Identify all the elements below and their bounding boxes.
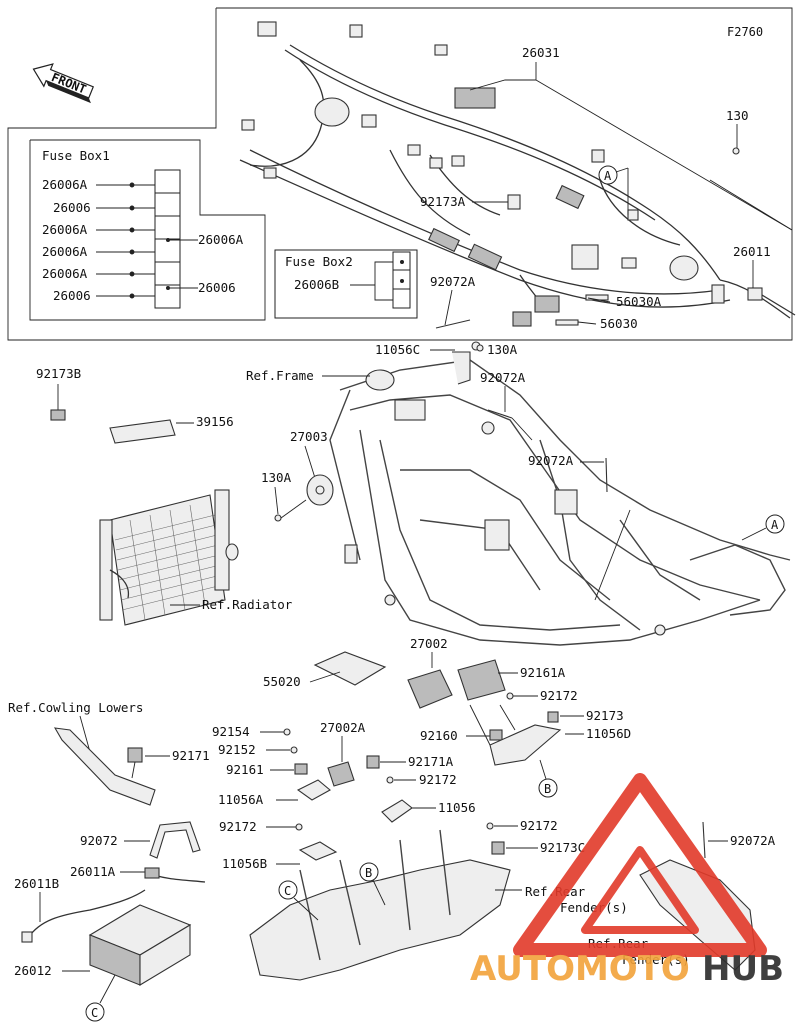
fuse1-label-5: 26006A (42, 266, 88, 281)
main-harness (239, 21, 796, 327)
label-26011B: 26011B (14, 876, 59, 891)
callout-C-mid-text: C (284, 884, 291, 898)
fuse-box2: Fuse Box2 26006B (274, 249, 418, 319)
callout-C-bottom (85, 1002, 105, 1022)
label-11056B: 11056B (222, 856, 267, 871)
label-92172-a: 92172 (540, 688, 578, 703)
callout-C-bottom-text: C (91, 1006, 98, 1020)
label-130A-top: 130A (487, 342, 518, 357)
label-92171: 92171 (172, 748, 210, 763)
radiator (99, 489, 239, 626)
fuse1-right-label-2: 26006 (198, 280, 236, 295)
label-92154: 92154 (212, 724, 250, 739)
label-27003: 27003 (290, 429, 328, 444)
callout-B-mid (359, 862, 379, 882)
label-55020: 55020 (263, 674, 301, 689)
watermark-text-1: AUTOMOTO (470, 949, 690, 989)
label-92161A: 92161A (520, 665, 566, 680)
label-11056D: 11056D (586, 726, 631, 741)
callout-B-mid-text: B (365, 866, 372, 880)
label-11056: 11056 (438, 800, 476, 815)
callout-C-mid (278, 880, 298, 900)
fuse1-label-3: 26006A (42, 222, 88, 237)
fuse-box2-title: Fuse Box2 (285, 254, 353, 269)
fuse-box1-title: Fuse Box1 (42, 148, 110, 163)
label-39156: 39156 (196, 414, 234, 429)
label-26011A: 26011A (70, 864, 116, 879)
harness-enclosure (7, 7, 793, 341)
figure-code: F2760 (727, 25, 763, 39)
callout-A-frame-text: A (771, 518, 779, 532)
label-92172-b: 92172 (419, 772, 457, 787)
ref-rear-fender-1b: Fender(s) (560, 900, 628, 915)
label-27002: 27002 (410, 636, 448, 651)
label-92173B: 92173B (36, 366, 81, 381)
label-56030A: 56030A (616, 294, 662, 309)
label-92072A-b: 92072A (480, 370, 526, 385)
front-arrow-icon: FRONT (32, 63, 95, 104)
label-26031: 26031 (522, 45, 560, 60)
ref-radiator: Ref.Radiator (202, 597, 293, 612)
fuse1-right-label-1: 26006A (198, 232, 244, 247)
watermark-logo: AUTOMOTO HUB (470, 773, 784, 989)
ref-frame: Ref.Frame (246, 368, 314, 383)
callout-B-right (538, 778, 558, 798)
fuse2-label: 26006B (294, 277, 339, 292)
label-92172-d: 92172 (520, 818, 558, 833)
label-130: 130 (726, 108, 749, 123)
label-92072: 92072 (80, 833, 118, 848)
label-92173: 92173 (586, 708, 624, 723)
label-92161: 92161 (226, 762, 264, 777)
label-11056A: 11056A (218, 792, 264, 807)
label-26012: 26012 (14, 963, 52, 978)
label-92173C: 92173C (540, 840, 585, 855)
label-11056C: 11056C (375, 342, 420, 357)
label-92152: 92152 (218, 742, 256, 757)
label-56030: 56030 (600, 316, 638, 331)
callout-A-frame (765, 514, 785, 534)
frame-drawing (329, 341, 791, 646)
label-92172-c: 92172 (219, 819, 257, 834)
fuse1-label-1: 26006A (42, 177, 88, 192)
fuse1-label-6: 26006 (53, 288, 91, 303)
watermark-text-2: HUB (702, 949, 784, 989)
fuse1-label-2: 26006 (53, 200, 91, 215)
label-26011: 26011 (733, 244, 771, 259)
callout-A-top (598, 165, 618, 185)
ref-cowling: Ref.Cowling Lowers (8, 700, 143, 715)
label-92173A: 92173A (420, 194, 466, 209)
label-92072A-c: 92072A (528, 453, 574, 468)
callout-A-top-text: A (604, 169, 612, 183)
label-92171A: 92171A (408, 754, 454, 769)
label-27002A: 27002A (320, 720, 366, 735)
fuse1-label-4: 26006A (42, 244, 88, 259)
label-92160: 92160 (420, 728, 458, 743)
fuse-box1: Fuse Box1 26006A 26006 26006A 26006A 260… (29, 139, 266, 321)
label-92072A-top: 92072A (430, 274, 476, 289)
callout-B-right-text: B (544, 782, 551, 796)
label-130A-left: 130A (261, 470, 292, 485)
label-92072A-d: 92072A (730, 833, 776, 848)
